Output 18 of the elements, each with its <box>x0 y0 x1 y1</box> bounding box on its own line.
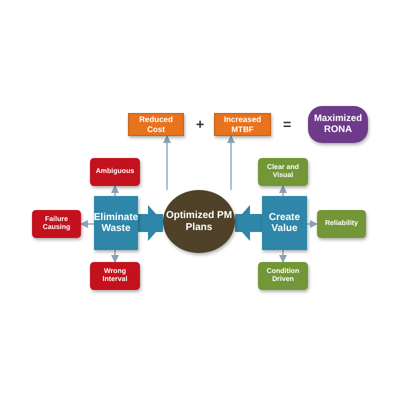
process-box: Reduced Cost <box>128 113 184 136</box>
arrow <box>227 135 235 190</box>
arrow <box>80 220 94 228</box>
operator-symbol: = <box>283 116 292 132</box>
process-box: Create Value <box>262 196 307 250</box>
arrow <box>307 220 318 228</box>
process-box: Increased MTBF <box>214 113 271 136</box>
process-box: Maximized RONA <box>308 106 368 143</box>
block-arrow <box>138 205 164 241</box>
arrow <box>111 250 119 263</box>
arrow <box>163 135 171 190</box>
process-ellipse: Optimized PM Plans <box>163 190 235 253</box>
arrow <box>111 185 119 196</box>
operator-symbol: + <box>196 116 204 132</box>
process-box: Eliminate Waste <box>94 196 138 250</box>
arrow <box>279 250 287 263</box>
arrow <box>279 185 287 196</box>
block-arrow <box>234 205 262 241</box>
